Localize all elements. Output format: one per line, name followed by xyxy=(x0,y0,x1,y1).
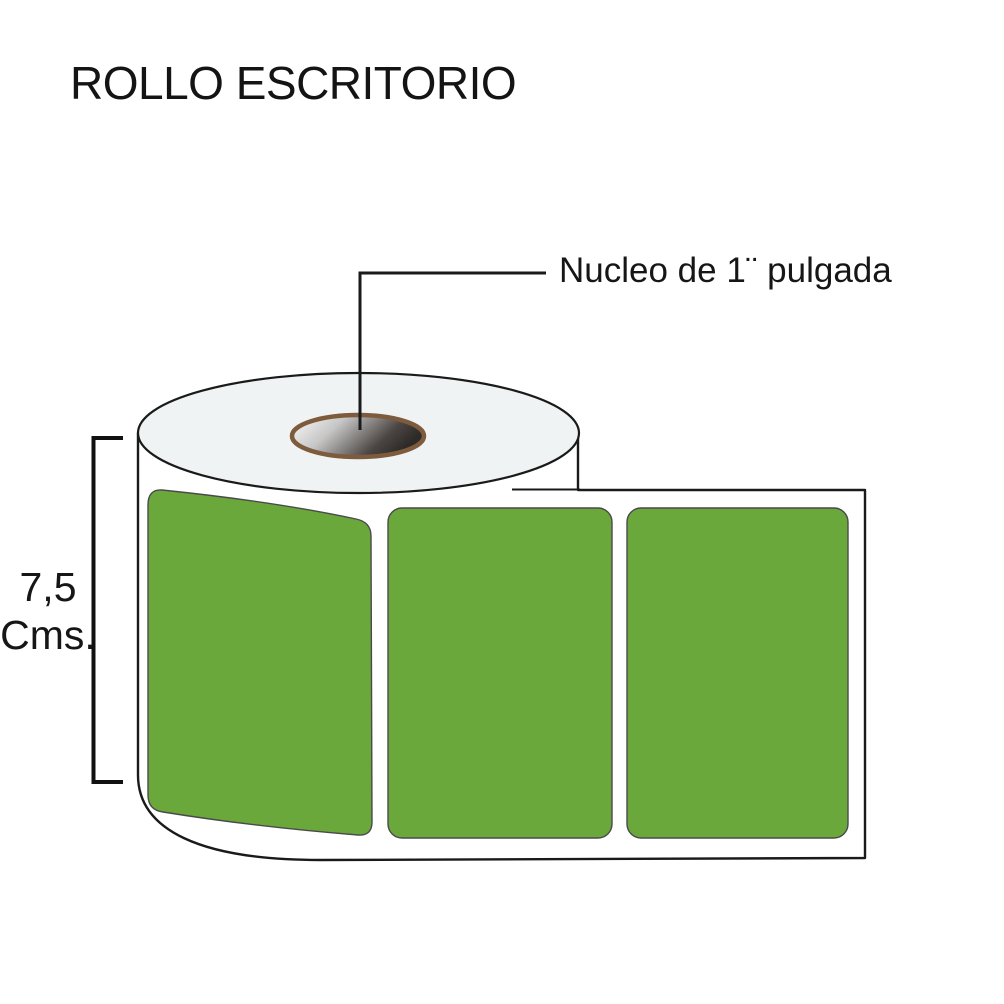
page-title: ROLLO ESCRITORIO xyxy=(70,57,517,109)
dimension-value: 7,5 xyxy=(19,564,77,610)
label-sticker-2 xyxy=(387,507,613,839)
roll-core xyxy=(289,412,427,460)
label-sticker-3 xyxy=(626,507,849,839)
label-sticker-1 xyxy=(147,489,373,836)
core-leader-line xyxy=(358,271,546,430)
dimension-unit: Cms. xyxy=(0,611,96,658)
height-dimension: 7,5 Cms. xyxy=(0,564,96,659)
core-annotation: Nucleo de 1¨ pulgada xyxy=(559,251,892,290)
dimension-bracket xyxy=(91,436,123,784)
